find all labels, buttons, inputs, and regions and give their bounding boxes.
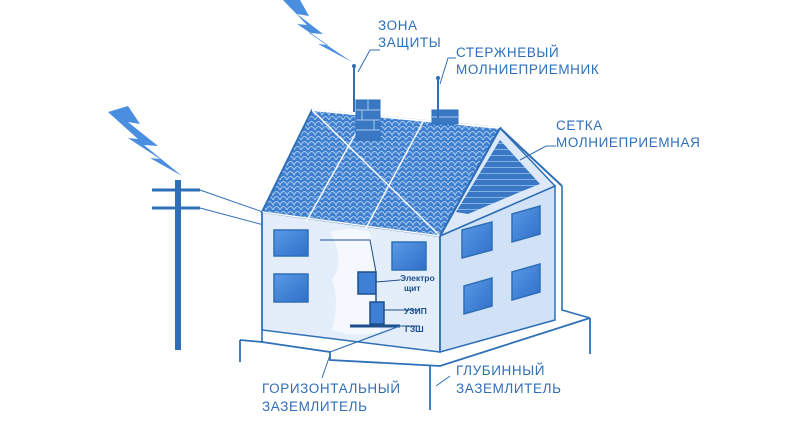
lightning-bolt-icon [108,106,182,176]
rod-air-terminal [352,64,356,112]
window [511,263,541,301]
window [391,241,427,271]
chimney [355,99,381,141]
leader-line [321,354,331,379]
down-conductor [561,186,591,319]
house [260,99,563,353]
label-main-ground-bus: ГЗШ [405,324,424,334]
window [511,205,541,243]
leader-line [357,49,380,73]
leader-line [439,57,456,85]
window [461,221,493,259]
label-spd: УЗИП [404,306,427,316]
rod-air-terminal [436,76,440,118]
window [273,229,309,257]
chimney [431,109,459,125]
window [273,273,309,303]
spd-device [369,301,385,325]
leader-line [435,375,451,387]
window [463,277,493,315]
lightning-bolt-icon [283,0,352,62]
electrical-panel [357,271,377,295]
leader-line [519,145,556,161]
